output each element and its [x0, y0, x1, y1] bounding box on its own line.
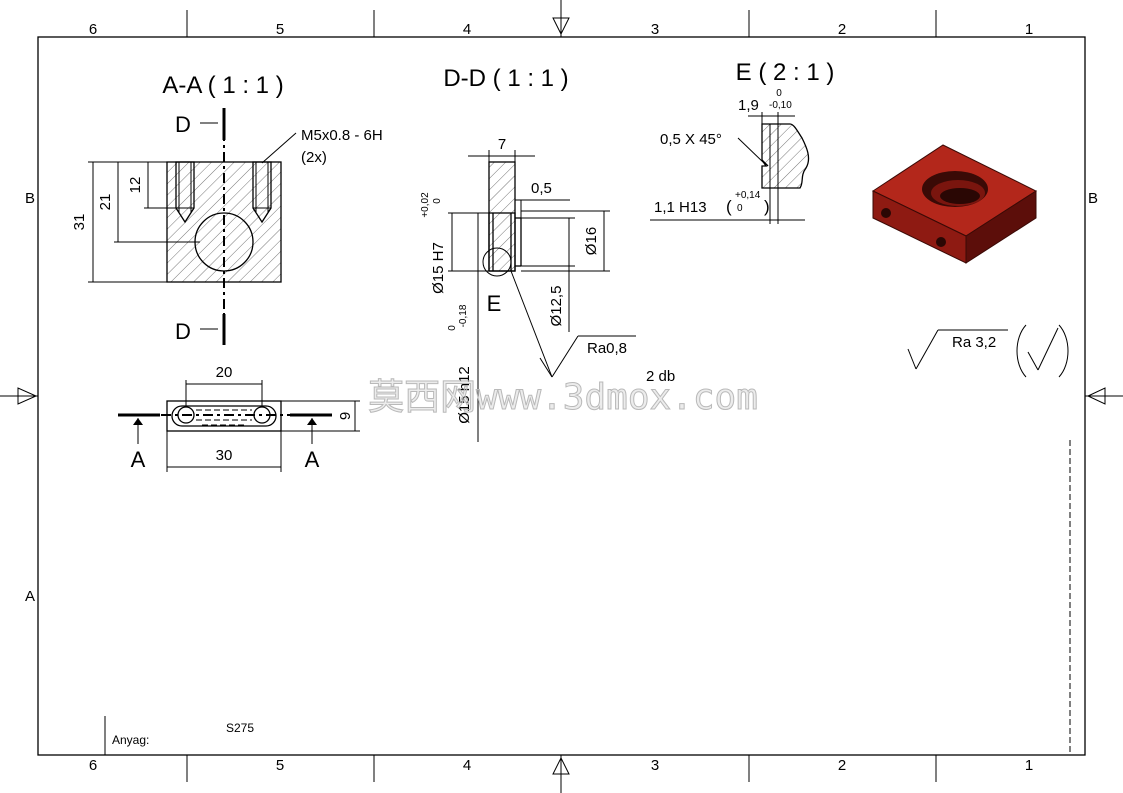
cut-label-d-bottom: D: [175, 319, 191, 344]
part-side-face: [965, 190, 1037, 264]
general-roughness-symbol: Ra 3,2: [907, 324, 1069, 378]
dim-d16: Ø16: [583, 227, 600, 255]
zone-col-5-bottom: 5: [276, 757, 284, 774]
roughness-count: 2 db: [646, 368, 675, 385]
title-block: Anyag: S275: [104, 440, 1071, 755]
cut-label-d-top: D: [175, 112, 191, 137]
section-aa-title: A-A ( 1 : 1 ): [162, 72, 283, 99]
zone-col-5-top: 5: [276, 21, 284, 38]
groove-tol-upper: +0,14: [735, 190, 761, 201]
top-view: A A 20 30 9: [118, 364, 360, 472]
chamfer-note: 0,5 X 45°: [660, 131, 722, 148]
zone-col-1-top: 1: [1025, 21, 1033, 38]
centering-mark-top: [552, 0, 570, 37]
thread-count: (2x): [301, 149, 327, 166]
centering-mark-left: [0, 387, 38, 405]
zone-col-4-bottom: 4: [463, 757, 471, 774]
section-dd-view: D-D ( 1 : 1 ) E 7 0,5 Ø16 Ø12,5 Ø15 H7: [420, 65, 675, 442]
thread-note: M5x0.8 - 6H: [301, 127, 383, 144]
dim-31: 31: [71, 214, 88, 231]
material-code: S275: [226, 721, 254, 735]
centering-mark-right: [1085, 387, 1123, 405]
dim-shaft-tol-upper: 0: [447, 325, 458, 331]
dim-9: 9: [337, 412, 354, 420]
zone-row-b-left: B: [25, 190, 35, 207]
isometric-3d-model: [871, 144, 1038, 264]
detail-e-title: E ( 2 : 1 ): [736, 59, 835, 86]
groove-tol-lower: 0: [737, 203, 743, 214]
material-label: Anyag:: [112, 733, 149, 747]
dim-1-9: 1,9: [738, 97, 759, 114]
watermark: 莫西网www.3dmox.com: [368, 377, 758, 418]
section-dd-title: D-D ( 1 : 1 ): [443, 65, 568, 92]
tapped-hole-right: [252, 161, 272, 224]
dim-30: 30: [216, 447, 233, 464]
dim-7: 7: [498, 136, 506, 153]
dim-shaft-tol-lower: -0,18: [458, 304, 469, 327]
dim-bore-tol-lower: 0: [432, 198, 443, 204]
detail-e-profile: [761, 123, 810, 189]
dim-1-9-tol-upper: 0: [776, 88, 782, 99]
part-hole-1: [881, 208, 891, 218]
zone-col-4-top: 4: [463, 21, 471, 38]
cut-label-a-right: A: [305, 447, 320, 472]
detail-e-circle: [482, 247, 512, 277]
zone-col-6-bottom: 6: [89, 757, 97, 774]
groove-paren-close: ): [764, 197, 770, 216]
detail-e-label: E: [487, 291, 502, 316]
groove-dim: 1,1 H13: [654, 199, 707, 216]
dim-d12-5: Ø12,5: [548, 286, 565, 327]
roughness-ra0-8: Ra0,8: [587, 340, 627, 357]
zone-row-b-right: B: [1088, 190, 1098, 207]
zone-col-3-top: 3: [651, 21, 659, 38]
general-roughness-value: Ra 3,2: [952, 334, 996, 351]
dim-20: 20: [216, 364, 233, 381]
tapped-hole-left: [175, 161, 195, 224]
dim-1-9-tol-lower: -0,10: [769, 100, 792, 111]
zone-col-1-bottom: 1: [1025, 757, 1033, 774]
dim-21: 21: [97, 194, 114, 211]
groove-paren-open: (: [726, 197, 732, 216]
dim-bore: Ø15 H7: [430, 242, 447, 294]
detail-e-view: E ( 2 : 1 ) 1,9 0 -0,10 0,5 X 45° 1,1 H1…: [650, 59, 834, 224]
cut-label-a-left: A: [131, 447, 146, 472]
zone-col-6-top: 6: [89, 21, 97, 38]
zone-col-2-bottom: 2: [838, 757, 846, 774]
centering-mark-bottom: [552, 755, 570, 793]
dim-shaft: Ø15 h12: [456, 366, 473, 424]
dim-bore-tol-upper: +0,02: [420, 192, 431, 218]
section-aa-view: A-A ( 1 : 1 ) D D 31 21: [71, 72, 383, 345]
dim-12: 12: [127, 177, 144, 194]
zone-col-2-top: 2: [838, 21, 846, 38]
dim-0-5: 0,5: [531, 180, 552, 197]
zone-row-a-left: A: [25, 588, 35, 605]
zone-col-3-bottom: 3: [651, 757, 659, 774]
part-hole-2: [936, 237, 946, 247]
